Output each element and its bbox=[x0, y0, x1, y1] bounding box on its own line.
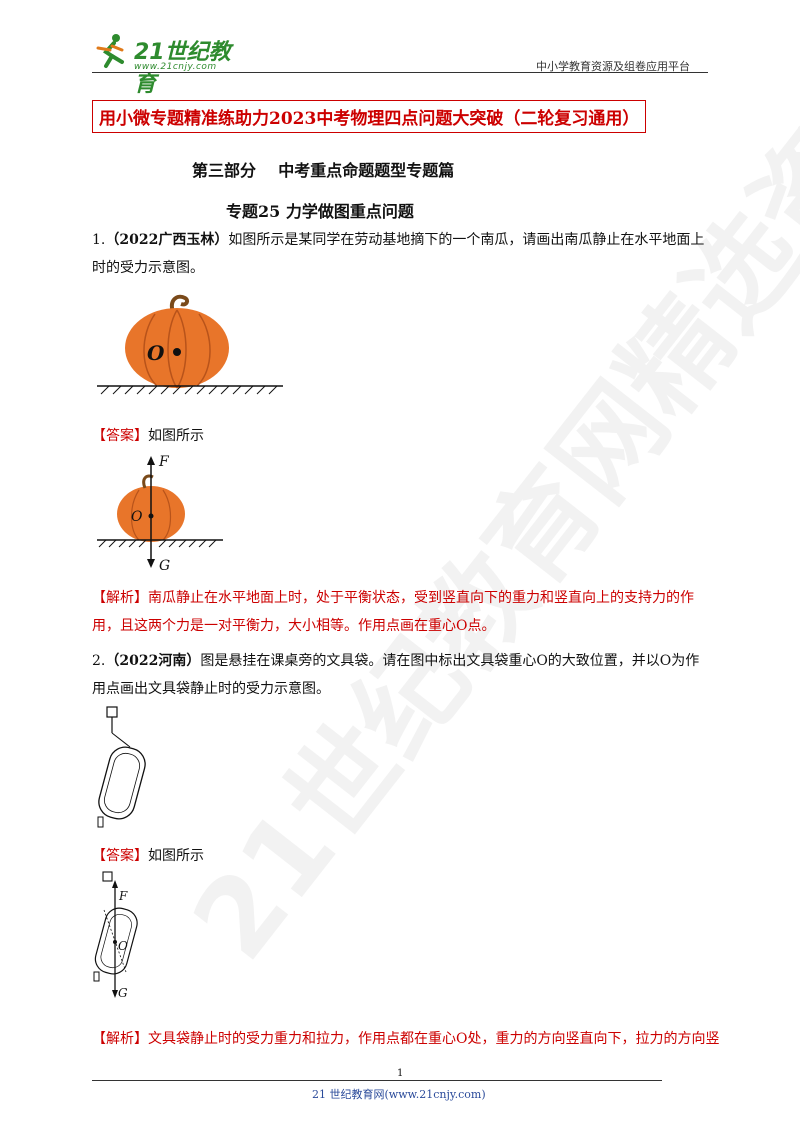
header-platform-text: 中小学教育资源及组卷应用平台 bbox=[536, 60, 690, 73]
q2-answer-tag: 【答案】 bbox=[92, 848, 148, 864]
page-number: 1 bbox=[397, 1068, 404, 1079]
q2-analysis: 【解析】文具袋静止时的受力重力和拉力，作用点都在重心O处，重力的方向竖直向下，拉… bbox=[92, 1025, 732, 1053]
header-divider bbox=[92, 72, 708, 73]
q1-source: （2022广西玉林） bbox=[105, 232, 229, 248]
q2-analysis-text: 文具袋静止时的受力重力和拉力，作用点都在重心O处，重力的方向竖直向下，拉力的方向… bbox=[148, 1031, 720, 1047]
q1-answer-figure: F O G bbox=[97, 454, 223, 574]
q1-ans-f-label: F bbox=[158, 454, 170, 470]
footer-site-text: 21 世纪教育网(www.21cnjy.com) bbox=[312, 1088, 486, 1101]
q1-pumpkin-figure: O bbox=[97, 294, 283, 395]
section-heading: 第三部分 中考重点命题题型专题篇 bbox=[192, 161, 455, 180]
footer-divider bbox=[92, 1080, 662, 1081]
q1-fig-o-label: O bbox=[147, 341, 165, 365]
q2-ans-f-label: F bbox=[118, 889, 128, 903]
header-logo: 21世纪教育 www.21cnjy.com bbox=[92, 30, 252, 97]
document-title: 用小微专题精准练助力2023中考物理四点问题大突破（二轮复习通用） bbox=[92, 100, 647, 133]
q2-number: 2. bbox=[92, 653, 106, 669]
q1-text: 如图所示是某同学在劳动基地摘下的一个南瓜，请画出南瓜静止在水平地面上时的受力示意… bbox=[92, 232, 705, 276]
question-1: 1.（2022广西玉林）如图所示是某同学在劳动基地摘下的一个南瓜，请画出南瓜静止… bbox=[92, 226, 707, 282]
q2-text: 图是悬挂在课桌旁的文具袋。请在图中标出文具袋重心O的大致位置，并以O为作用点画出… bbox=[92, 653, 700, 697]
q1-ans-o-label: O bbox=[131, 509, 143, 525]
q2-source: （2022河南） bbox=[105, 653, 201, 669]
q2-answer: 【答案】如图所示 bbox=[92, 845, 204, 865]
q2-ans-o-label: O bbox=[118, 939, 128, 953]
q1-ans-g-label: G bbox=[159, 558, 170, 574]
q2-answer-text: 如图所示 bbox=[148, 848, 204, 864]
q2-ans-g-label: G bbox=[118, 986, 128, 1000]
logo-text: 21世纪教育 bbox=[134, 40, 231, 97]
question-2: 2.（2022河南）图是悬挂在课桌旁的文具袋。请在图中标出文具袋重心O的大致位置… bbox=[92, 647, 707, 703]
q1-answer: 【答案】如图所示 bbox=[92, 425, 204, 445]
q1-analysis-text: 南瓜静止在水平地面上时，处于平衡状态，受到竖直向下的重力和竖直向上的支持力的作用… bbox=[92, 590, 694, 634]
q1-analysis: 【解析】南瓜静止在水平地面上时，处于平衡状态，受到竖直向下的重力和竖直向上的支持… bbox=[92, 584, 707, 640]
q1-analysis-tag: 【解析】 bbox=[92, 590, 148, 606]
topic-heading: 专题25 力学做图重点问题 bbox=[226, 202, 414, 221]
q1-answer-tag: 【答案】 bbox=[92, 428, 148, 444]
runner-logo-icon bbox=[96, 34, 124, 68]
q2-bag-figure bbox=[97, 706, 146, 828]
logo-url: www.21cnjy.com bbox=[134, 62, 217, 72]
q1-answer-text: 如图所示 bbox=[148, 428, 204, 444]
q2-answer-figure: F O G bbox=[93, 871, 138, 1000]
watermark: 21世纪教育网精选资料 bbox=[169, 21, 800, 983]
q2-analysis-tag: 【解析】 bbox=[92, 1031, 148, 1047]
q1-number: 1. bbox=[92, 232, 106, 248]
